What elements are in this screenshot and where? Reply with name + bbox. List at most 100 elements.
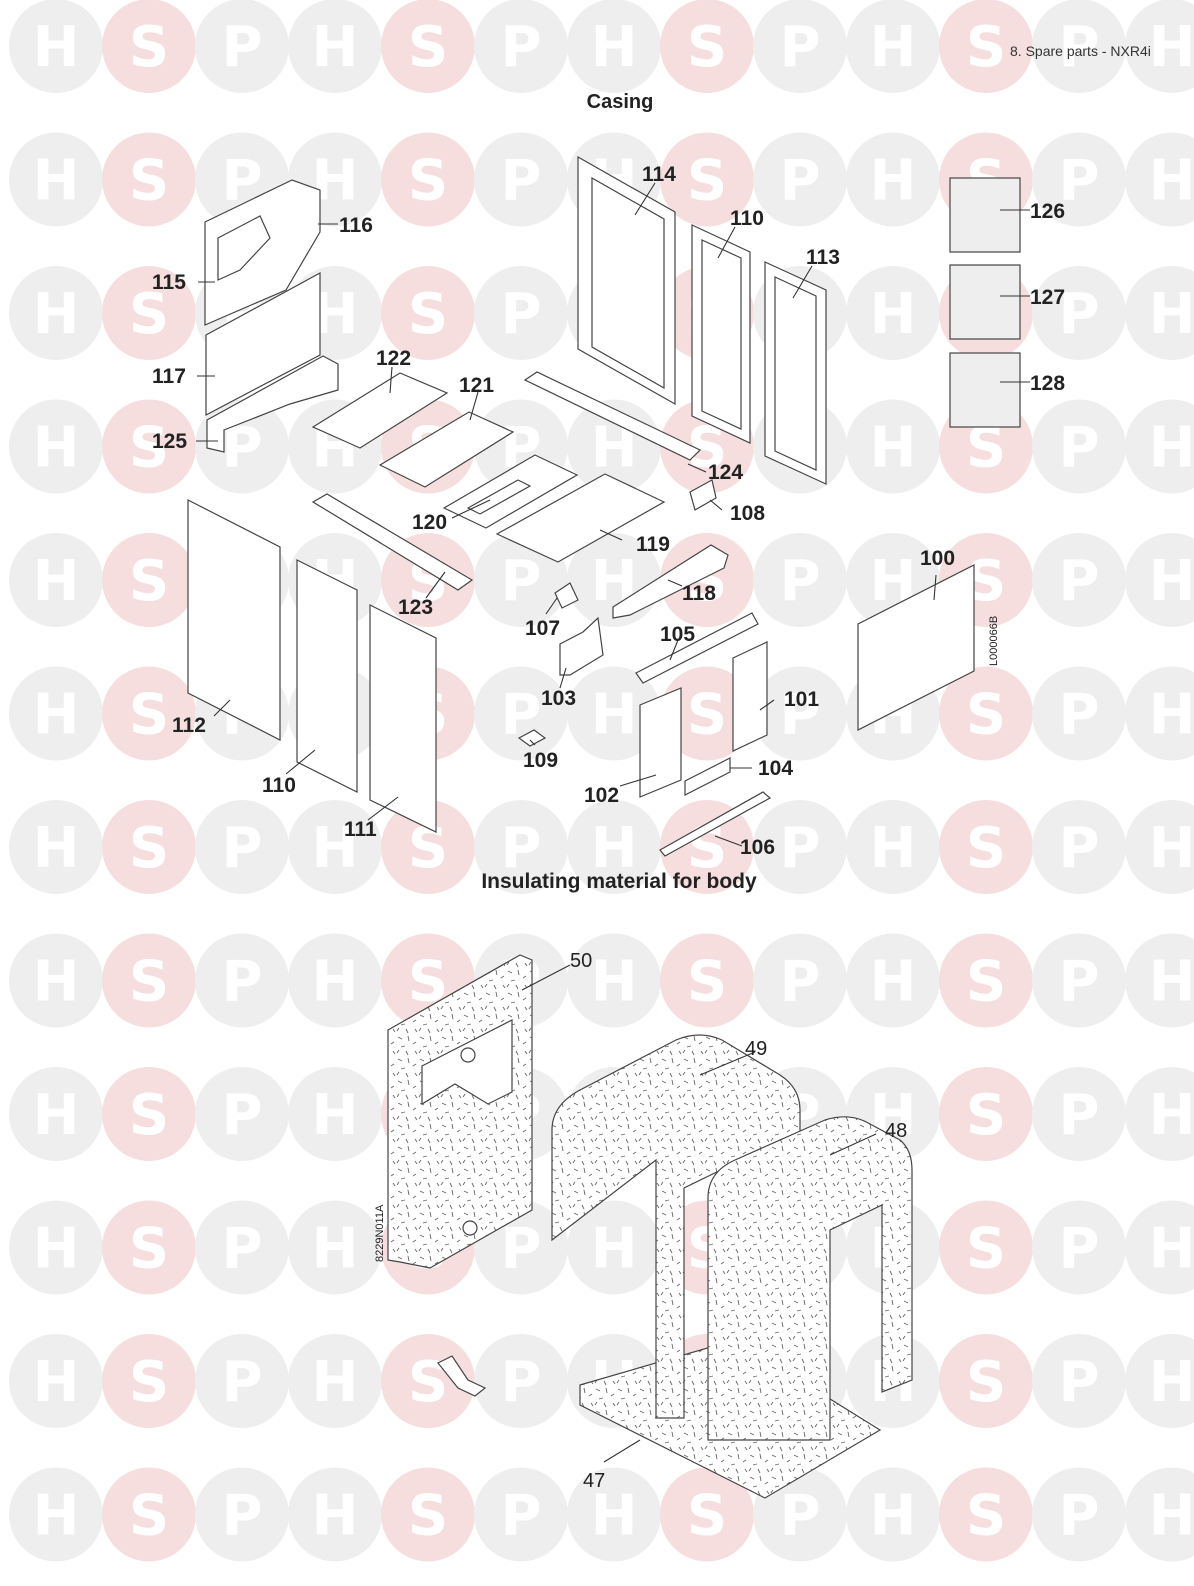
watermark-letter: H xyxy=(33,950,80,1015)
watermark-h-circle: H xyxy=(1125,1067,1194,1161)
watermark-letter: S xyxy=(129,1350,169,1415)
watermark-letter: P xyxy=(1058,549,1099,614)
watermark-letter: S xyxy=(129,1083,169,1148)
watermark-p-circle: P xyxy=(195,1200,289,1295)
watermark-h-circle: H xyxy=(1125,933,1194,1028)
watermark-h-circle: H xyxy=(288,1467,382,1562)
watermark-letter: H xyxy=(1149,1083,1194,1148)
label-112: 112 xyxy=(172,714,206,737)
watermark-letter: H xyxy=(33,282,80,347)
watermark-letter: H xyxy=(870,149,917,214)
label-102: 102 xyxy=(584,784,619,807)
watermark-letter: S xyxy=(966,816,1006,881)
watermark-h-circle: H xyxy=(1125,1200,1194,1295)
watermark-letter: H xyxy=(870,416,917,481)
watermark-h-circle: H xyxy=(1125,0,1194,93)
watermark-p-circle: P xyxy=(195,0,289,93)
watermark-p-circle: P xyxy=(195,933,289,1028)
watermark-h-circle: H xyxy=(846,399,940,494)
part-50-insulation-end-board xyxy=(387,954,533,1269)
watermark-letter: H xyxy=(591,15,638,80)
watermark-p-circle: P xyxy=(753,666,847,761)
watermark-p-circle: P xyxy=(474,533,568,627)
watermark-s-circle: S xyxy=(102,1067,196,1161)
page-reference: 8. Spare parts - NXR4i xyxy=(1010,43,1151,59)
watermark-s-circle: S xyxy=(939,1067,1033,1161)
watermark-letter: S xyxy=(966,1217,1006,1282)
watermark-s-circle: S xyxy=(102,933,196,1028)
watermark-letter: H xyxy=(312,1350,359,1415)
label-110-frame: 110 xyxy=(730,207,764,230)
part-121-tray xyxy=(378,411,515,488)
watermark-h-circle: H xyxy=(9,399,103,494)
label-50: 50 xyxy=(570,950,592,972)
watermark-s-circle: S xyxy=(939,800,1033,894)
watermark-s-circle: S xyxy=(102,399,196,494)
label-103: 103 xyxy=(541,687,576,710)
watermark-letter: P xyxy=(779,683,820,748)
watermark-letter: H xyxy=(33,1083,80,1148)
watermark-s-circle: S xyxy=(939,933,1033,1028)
watermark-letter: H xyxy=(312,15,359,80)
watermark-h-circle: H xyxy=(846,800,940,894)
watermark-letter: H xyxy=(591,1484,638,1549)
watermark-letter: P xyxy=(1058,282,1099,347)
watermark-letter: P xyxy=(221,15,262,80)
watermark-s-circle: S xyxy=(102,1334,196,1428)
watermark-h-circle: H xyxy=(1125,1467,1194,1562)
watermark-letter: S xyxy=(966,1350,1006,1415)
watermark-letter: S xyxy=(687,683,727,748)
watermark-letter: P xyxy=(221,1484,262,1549)
watermark-p-circle: P xyxy=(1032,399,1126,494)
watermark-s-circle: S xyxy=(939,1467,1033,1562)
part-124-rail xyxy=(523,371,702,461)
watermark-letter: S xyxy=(129,282,169,347)
watermark-letter: P xyxy=(221,1350,262,1415)
watermark-letter: H xyxy=(33,1484,80,1549)
watermark-h-circle: H xyxy=(1125,1334,1194,1428)
label-126: 126 xyxy=(1030,200,1065,223)
watermark-h-circle: H xyxy=(1125,533,1194,627)
watermark-letter: S xyxy=(966,1083,1006,1148)
label-118: 118 xyxy=(682,582,716,605)
watermark-p-circle: P xyxy=(1032,800,1126,894)
part-101-post xyxy=(732,641,768,752)
watermark-p-circle: P xyxy=(474,0,568,93)
label-116: 116 xyxy=(339,214,373,237)
watermark-letter: P xyxy=(500,15,541,80)
part-103-cover xyxy=(559,616,604,676)
part-123-rail xyxy=(311,493,474,591)
watermark-h-circle: H xyxy=(288,800,382,894)
watermark-p-circle: P xyxy=(753,132,847,227)
watermark-letter: H xyxy=(870,816,917,881)
watermark-letter: S xyxy=(129,683,169,748)
part-100-front-panel xyxy=(857,564,975,731)
watermark-h-circle: H xyxy=(9,666,103,761)
watermark-p-circle: P xyxy=(195,1334,289,1428)
watermark-s-circle: S xyxy=(102,1200,196,1295)
label-111: 111 xyxy=(344,818,377,841)
watermark-h-circle: H xyxy=(1125,266,1194,360)
watermark-letter: P xyxy=(1058,1484,1099,1549)
watermark-s-circle: S xyxy=(660,800,754,894)
watermark-s-circle: S xyxy=(102,666,196,761)
watermark-letter: H xyxy=(1149,950,1194,1015)
watermark-letter: S xyxy=(408,1484,448,1549)
watermark-letter: H xyxy=(33,15,80,80)
watermark-letter: S xyxy=(129,816,169,881)
insulation-section-title: Insulating material for body xyxy=(481,870,757,893)
watermark-letter: H xyxy=(591,683,638,748)
watermark-s-circle: S xyxy=(381,132,475,227)
watermark-h-circle: H xyxy=(9,800,103,894)
watermark-letter: H xyxy=(1149,149,1194,214)
casing-leader-lines xyxy=(196,182,1030,847)
watermark-p-circle: P xyxy=(474,1467,568,1562)
watermark-letter: S xyxy=(129,15,169,80)
watermark-letter: H xyxy=(33,1350,80,1415)
casing-section-title: Casing xyxy=(586,91,654,113)
watermark-letter: P xyxy=(1058,1217,1099,1282)
watermark-p-circle: P xyxy=(1032,132,1126,227)
watermark-letter: P xyxy=(221,1217,262,1282)
watermark-letter: S xyxy=(966,683,1006,748)
